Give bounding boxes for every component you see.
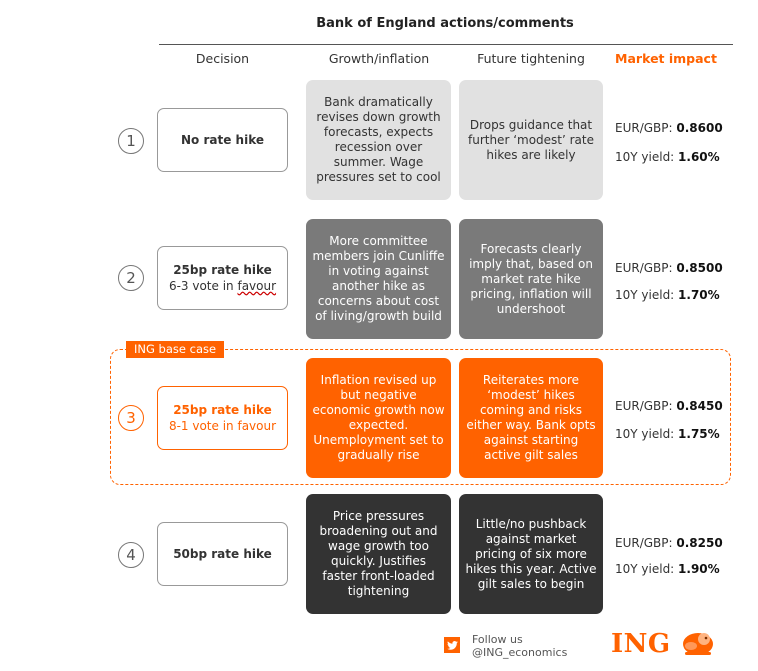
row-1-number: 1: [118, 128, 144, 154]
row-4-future: Little/no pushback against market pricin…: [459, 494, 603, 614]
row-4-eurgbp: EUR/GBP: 0.8250: [615, 536, 723, 550]
row-2-eurgbp-value: 0.8500: [676, 261, 723, 275]
row-4-number: 4: [118, 542, 144, 568]
header-market-impact: Market impact: [615, 51, 717, 66]
row-1-yield-value: 1.60%: [678, 150, 720, 164]
row-1-eurgbp: EUR/GBP: 0.8600: [615, 121, 723, 135]
row-3-future: Reiterates more ‘modest’ hikes coming an…: [459, 358, 603, 478]
row-3-number: 3: [118, 405, 144, 431]
row-2-vote-word: favour: [237, 279, 277, 293]
row-3-eurgbp-label: EUR/GBP:: [615, 399, 677, 413]
row-1-growth: Bank dramatically revises down growth fo…: [306, 80, 451, 200]
row-2-eurgbp: EUR/GBP: 0.8500: [615, 261, 723, 275]
header-decision: Decision: [195, 51, 250, 66]
row-2-decision-label: 25bp rate hike: [173, 263, 272, 277]
row-4-yield-value: 1.90%: [678, 562, 720, 576]
row-4-growth: Price pressures broadening out and wage …: [306, 494, 451, 614]
follow-us[interactable]: Follow us @ING_economics: [472, 633, 567, 659]
ing-brand: ING: [611, 629, 671, 659]
twitter-handle[interactable]: @ING_economics: [472, 646, 568, 659]
row-1-decision: No rate hike: [157, 108, 288, 172]
row-1-yield-label: 10Y yield:: [615, 150, 679, 164]
row-2-vote-text: 6-3 vote in: [168, 279, 238, 293]
row-2-yield-label: 10Y yield:: [615, 288, 679, 302]
row-4-eurgbp-label: EUR/GBP:: [615, 536, 677, 550]
row-3-eurgbp-value: 0.8450: [676, 399, 723, 413]
row-3-yield-value: 1.75%: [678, 427, 720, 441]
row-2-yield-value: 1.70%: [678, 288, 720, 302]
row-2-growth: More committee members join Cunliffe in …: [306, 219, 451, 339]
row-3-decision-label: 25bp rate hike: [173, 403, 272, 417]
row-2-future: Forecasts clearly imply that, based on m…: [459, 219, 603, 339]
row-2-decision-vote: 6-3 vote in favour: [169, 278, 276, 294]
row-3-eurgbp: EUR/GBP: 0.8450: [615, 399, 723, 413]
row-4-yield: 10Y yield: 1.90%: [615, 562, 720, 576]
row-4-decision: 50bp rate hike: [157, 522, 288, 586]
title-rule: [159, 44, 733, 45]
follow-us-label: Follow us: [472, 633, 523, 646]
row-1-eurgbp-value: 0.8600: [676, 121, 723, 135]
header-growth: Growth/inflation: [328, 51, 430, 66]
twitter-bird-icon[interactable]: [444, 637, 460, 653]
base-case-label: ING base case: [126, 341, 225, 358]
row-2-eurgbp-label: EUR/GBP:: [615, 261, 677, 275]
row-1-future: Drops guidance that further ‘modest’ rat…: [459, 80, 603, 200]
row-4-eurgbp-value: 0.8250: [676, 536, 723, 550]
row-3-yield: 10Y yield: 1.75%: [615, 427, 720, 441]
row-3-yield-label: 10Y yield:: [615, 427, 679, 441]
row-4-decision-label: 50bp rate hike: [173, 547, 272, 561]
row-2-decision: 25bp rate hike 6-3 vote in favour: [157, 246, 288, 310]
row-1-eurgbp-label: EUR/GBP:: [615, 121, 677, 135]
ing-lion-logo: [683, 633, 713, 655]
diagram-title: Bank of England actions/comments: [316, 16, 574, 31]
row-4-yield-label: 10Y yield:: [615, 562, 679, 576]
row-1-yield: 10Y yield: 1.60%: [615, 150, 720, 164]
row-3-decision: 25bp rate hike 8-1 vote in favour: [157, 386, 288, 450]
row-2-yield: 10Y yield: 1.70%: [615, 288, 720, 302]
row-2-number: 2: [118, 265, 144, 291]
base-case-outline: [110, 349, 731, 485]
header-future: Future tightening: [477, 51, 585, 66]
row-1-decision-label: No rate hike: [181, 133, 264, 147]
row-3-decision-vote: 8-1 vote in favour: [168, 419, 277, 433]
row-3-growth: Inflation revised up but negative econom…: [306, 358, 451, 478]
